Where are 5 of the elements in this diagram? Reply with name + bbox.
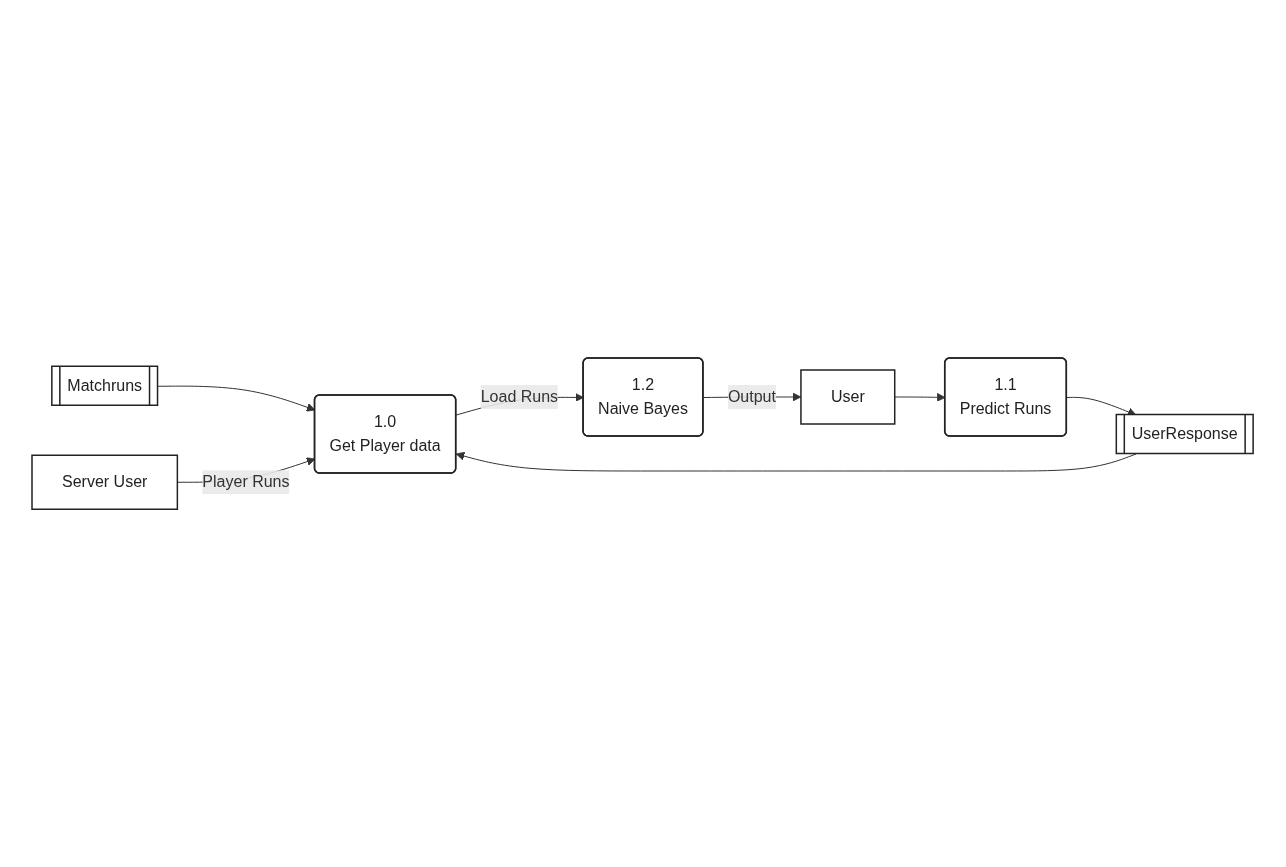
edge-label: Output [728, 387, 777, 405]
node-box: Server User [31, 454, 179, 510]
node-box: User [800, 369, 896, 425]
edge-label: Player Runs [202, 473, 290, 491]
edge-label: Load Runs [481, 387, 559, 405]
